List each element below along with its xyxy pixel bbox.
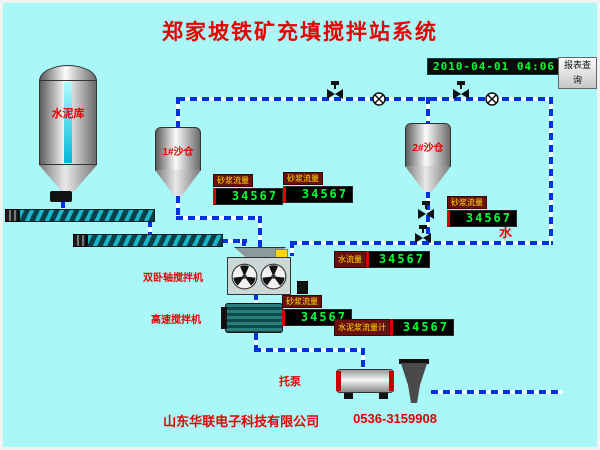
display-value: 34567: [447, 210, 517, 227]
rotary-feeder-icon[interactable]: [50, 191, 72, 202]
display-label: 水泥浆流量计: [334, 319, 390, 336]
conveyor-motor-icon: [5, 209, 19, 222]
cement-silo-dome: [39, 65, 97, 81]
display-label: 砂浆流量: [283, 172, 323, 185]
valve-icon[interactable]: [418, 201, 434, 219]
pump-foot: [379, 393, 388, 399]
report-query-button[interactable]: 报表查询: [558, 57, 597, 89]
valve-icon[interactable]: [327, 81, 343, 99]
display-label: 水流量: [334, 251, 366, 268]
pipe-segment: [221, 239, 247, 243]
display-label: 砂浆流量: [447, 196, 487, 209]
pump-motor-body: [336, 369, 394, 393]
valve-icon[interactable]: [415, 225, 431, 243]
pipe-segment: [431, 390, 563, 394]
display-value: 34567: [366, 251, 430, 268]
pipe-segment: [148, 220, 152, 236]
pump-cap: [336, 371, 341, 391]
page-title: 郑家坡铁矿充填搅拌站系统: [162, 21, 438, 44]
flow-display-mortar-1: 砂浆流量 34567: [213, 170, 283, 205]
pump-cap: [389, 371, 394, 391]
pipe-segment: [290, 241, 294, 256]
flow-meter-icon[interactable]: [485, 92, 499, 106]
pump-foot: [344, 393, 353, 399]
pipe-segment: [549, 97, 553, 245]
pipe-segment: [254, 293, 258, 305]
sand-silo-2-cone: [405, 166, 451, 192]
flow-display-mortar-3: 砂浆流量 34567: [447, 192, 517, 227]
pipe-segment: [426, 97, 430, 125]
flow-display-cement-slurry: 水泥浆流量计 34567: [334, 319, 454, 336]
display-value: 34567: [390, 319, 454, 336]
flow-display-water: 水流量 34567: [334, 251, 430, 268]
pipe-segment: [361, 348, 365, 368]
display-label: 砂浆流量: [213, 174, 253, 187]
cement-silo-level-gauge: [64, 82, 72, 163]
pipe-segment: [176, 196, 180, 218]
twin-shaft-mixer-label: 双卧轴搅拌机: [143, 273, 203, 284]
high-speed-mixer-cap: [221, 307, 227, 329]
sand-silo-1-label: 1#沙仓: [162, 147, 194, 158]
pipe-segment: [254, 333, 258, 350]
high-speed-mixer-label: 高速搅拌机: [151, 315, 201, 326]
pipe-segment: [254, 348, 365, 352]
display-value: 34567: [283, 186, 353, 203]
sand-silo-2-label: 2#沙仓: [412, 143, 444, 154]
pipe-segment: [242, 239, 246, 250]
cement-silo-label: 水泥库: [51, 108, 85, 120]
sand-silo-2-body: [405, 123, 451, 167]
pump-label: 托泵: [279, 376, 301, 388]
pipe-segment: [178, 97, 551, 101]
high-speed-mixer-body: [225, 303, 283, 333]
pipe-segment: [426, 191, 430, 243]
pipe-segment: [176, 216, 262, 220]
datetime-display: 2010-04-01 04:06: [427, 58, 561, 75]
pump-discharge-cone: [400, 363, 428, 403]
screw-conveyor-1: [19, 209, 155, 222]
company-name: 山东华联电子科技有限公司: [163, 414, 320, 429]
pipe-segment: [258, 216, 262, 250]
phone-number: 0536-3159908: [353, 411, 437, 426]
pump-hopper-rim: [399, 359, 429, 364]
display-label: 砂浆流量: [282, 295, 322, 308]
screw-conveyor-2: [87, 234, 223, 247]
sensor-icon[interactable]: [297, 281, 308, 294]
fan-icon: [231, 263, 258, 290]
conveyor-motor-icon: [73, 234, 87, 247]
pipe-segment: [176, 97, 180, 129]
pipe-segment: [290, 241, 551, 245]
display-value: 34567: [213, 188, 283, 205]
footer: 山东华联电子科技有限公司 0536-3159908: [3, 411, 597, 430]
flow-meter-icon[interactable]: [372, 92, 386, 106]
valve-icon[interactable]: [453, 81, 469, 99]
sand-silo-1-cone: [155, 170, 201, 196]
fan-icon: [260, 263, 287, 290]
flow-display-mortar-2: 砂浆流量 34567: [283, 168, 353, 203]
cement-silo-cone: [39, 165, 97, 193]
water-label: 水: [499, 225, 513, 240]
